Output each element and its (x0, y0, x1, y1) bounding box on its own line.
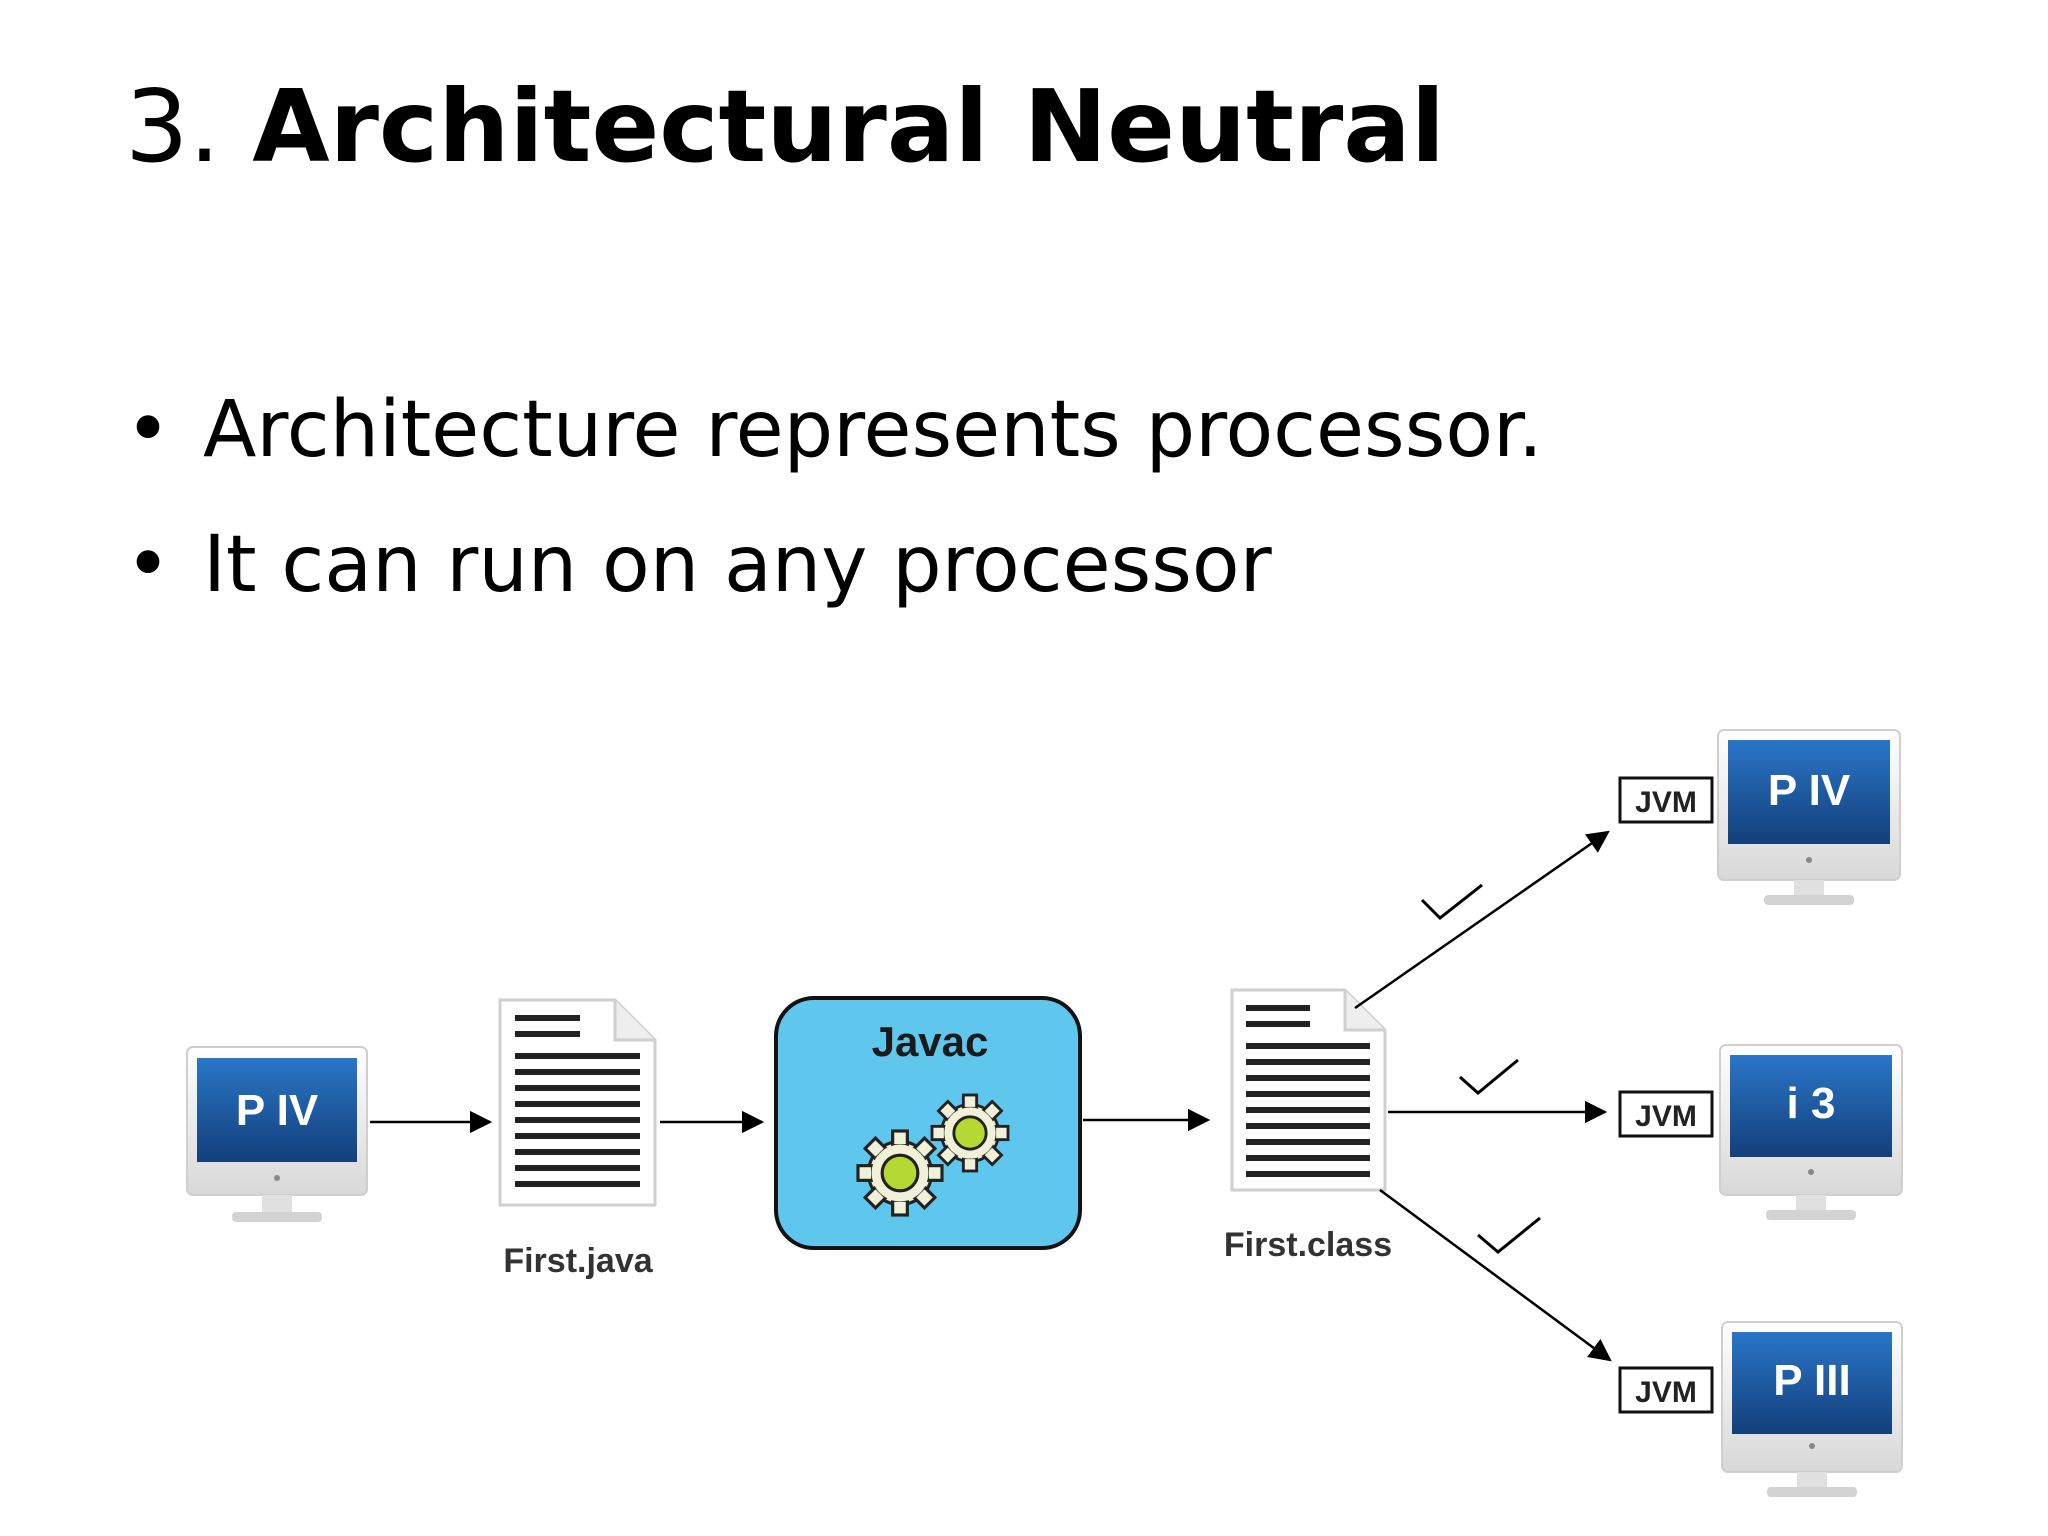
gear-icon (856, 1129, 944, 1217)
document-lines (1246, 1005, 1370, 1177)
monitor-neck (1794, 880, 1824, 896)
monitor-base (1767, 1487, 1857, 1497)
check-icon (1477, 1216, 1541, 1254)
document-fold (1343, 990, 1385, 1032)
bytecode-file-document: First.class (1224, 988, 1392, 1264)
jvm-label: JVM (1635, 1376, 1697, 1409)
bytecode-file-label: First.class (1224, 1226, 1392, 1264)
jvm-label: JVM (1635, 1100, 1697, 1133)
compiler-label: Javac (872, 1018, 989, 1065)
target-machine-label: P IV (1768, 766, 1851, 815)
arrow-to-target-3 (1379, 1188, 1612, 1362)
title-number: 3. (125, 68, 253, 185)
source-file-label: First.java (503, 1242, 653, 1280)
check-icon (1420, 883, 1483, 921)
power-dot (274, 1175, 280, 1181)
bullet-dot: • (125, 385, 172, 475)
target-machine-label: i 3 (1787, 1079, 1836, 1128)
monitor-neck (262, 1195, 292, 1213)
title-text: Architectural Neutral (252, 68, 1446, 185)
document-fold (613, 1000, 655, 1042)
bullet-text: It can run on any processor (203, 520, 1272, 610)
power-dot (1806, 857, 1812, 863)
source-machine-label: P IV (236, 1086, 319, 1135)
target-machine-1: JVM P IV (1618, 729, 1901, 905)
compiler-box: Javac (774, 996, 1082, 1250)
jvm-label: JVM (1635, 786, 1697, 819)
compiler-shape (774, 996, 1082, 1250)
bullet-text: Architecture represents processor. (203, 385, 1543, 475)
bullet-item: • It can run on any processor (125, 505, 1543, 640)
target-machine-3: JVM P III (1618, 1321, 1903, 1497)
jvm-box (1618, 1090, 1714, 1138)
monitor-screen (197, 1058, 357, 1162)
source-computer: P IV (186, 1046, 368, 1222)
source-file-document: First.java (498, 998, 657, 1280)
jvm-box (1618, 776, 1714, 824)
gear-icon (930, 1093, 1010, 1173)
document-lines (515, 1015, 640, 1187)
bullet-list: • Architecture represents processor. • It … (125, 370, 1543, 640)
target-machine-label: P III (1773, 1356, 1850, 1405)
monitor-base (232, 1212, 322, 1222)
monitor-neck (1796, 1195, 1826, 1211)
target-machine-2: JVM i 3 (1618, 1044, 1903, 1220)
bullet-dot: • (125, 520, 172, 610)
check-icon (1459, 1058, 1519, 1095)
slide-title: 3. Architectural Neutral (125, 62, 1445, 192)
monitor-neck (1797, 1472, 1827, 1488)
monitor-base (1766, 1210, 1856, 1220)
power-dot (1808, 1169, 1814, 1175)
monitor-screen (1730, 1055, 1892, 1157)
jvm-box (1618, 1366, 1714, 1414)
power-dot (1809, 1443, 1815, 1449)
monitor-screen (1728, 740, 1890, 844)
monitor-base (1764, 895, 1854, 905)
bullet-item: • Architecture represents processor. (125, 370, 1543, 505)
monitor-screen (1732, 1332, 1892, 1434)
arrow-to-target-1 (1354, 830, 1610, 1010)
